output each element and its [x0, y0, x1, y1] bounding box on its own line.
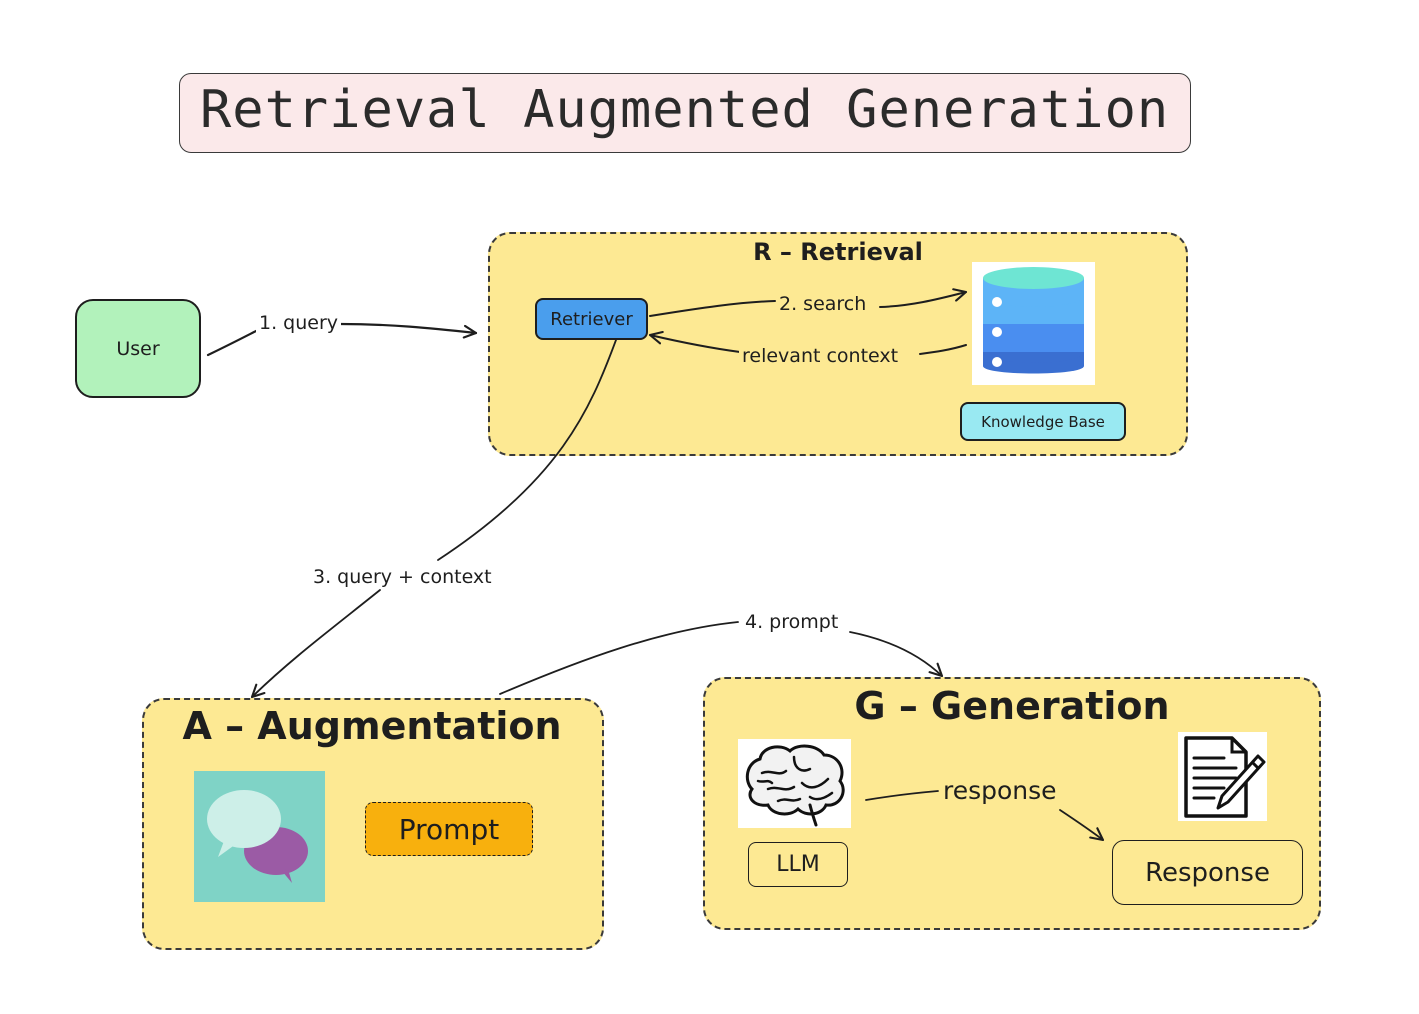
diagram-title: Retrieval Augmented Generation: [200, 80, 1170, 140]
edge-response: [865, 790, 1103, 840]
knowledge-base-node[interactable]: Knowledge Base: [960, 402, 1126, 441]
retriever-node[interactable]: Retriever: [535, 298, 648, 340]
edge-prompt: [499, 621, 942, 695]
retriever-label: Retriever: [550, 308, 633, 330]
edge-label-relevant-context: relevant context: [739, 345, 902, 367]
edge-label-response: response: [940, 776, 1060, 805]
response-label: Response: [1145, 857, 1270, 888]
augmentation-heading: A – Augmentation: [182, 704, 562, 748]
title-box: [179, 73, 1191, 153]
brain-icon: [738, 739, 851, 828]
document-pen-icon: [1178, 732, 1267, 821]
response-node[interactable]: Response: [1112, 840, 1303, 905]
edge-query: [206, 324, 476, 357]
llm-label: LLM: [776, 852, 820, 877]
knowledge-base-label: Knowledge Base: [981, 412, 1105, 431]
database-icon: [972, 262, 1095, 385]
retrieval-heading: R – Retrieval: [753, 238, 923, 266]
prompt-node[interactable]: Prompt: [365, 802, 533, 856]
edge-label-query-context: 3. query + context: [310, 566, 495, 588]
edge-relevant-context: [650, 335, 967, 355]
generation-heading: G – Generation: [854, 684, 1170, 728]
llm-node[interactable]: LLM: [748, 842, 848, 887]
edge-query-context: [252, 339, 617, 697]
edge-label-search: 2. search: [776, 293, 870, 315]
prompt-label: Prompt: [398, 812, 500, 846]
user-label: User: [116, 337, 160, 360]
chat-bubbles-icon: [194, 771, 325, 902]
edge-label-query: 1. query: [256, 312, 342, 334]
edge-label-prompt: 4. prompt: [742, 611, 842, 633]
user-node[interactable]: User: [75, 299, 201, 398]
edge-search: [649, 292, 966, 317]
